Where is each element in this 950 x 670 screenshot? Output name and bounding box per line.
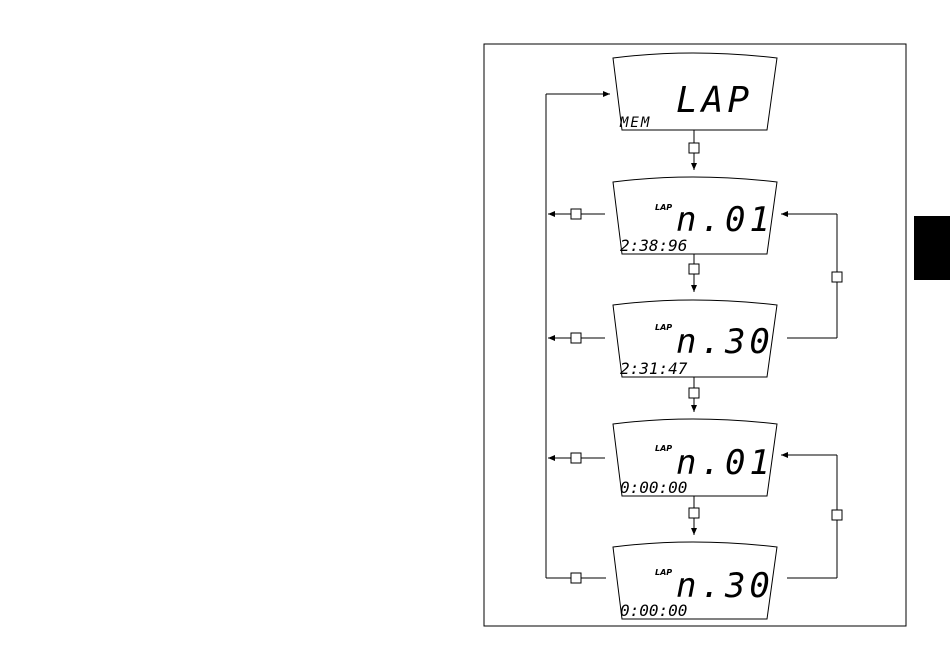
button-square-icon [689, 508, 699, 518]
right-loop-lower [781, 455, 842, 578]
lcd-label-lap: LAP [655, 203, 672, 212]
lcd-sub-text: 2:38:96 [620, 236, 687, 255]
lcd-label-lap: LAP [655, 568, 672, 577]
section-tab [914, 216, 950, 280]
lcd-main-text: n.01 [676, 443, 774, 483]
left-return-loop [546, 94, 610, 583]
button-square-icon [571, 573, 581, 583]
lcd-label-lap: LAP [655, 444, 672, 453]
lcd-sub-text: 2:31:47 [620, 359, 688, 378]
button-square-icon [571, 209, 581, 219]
button-square-icon [689, 143, 699, 153]
lcd-main-text: n.30 [676, 566, 774, 606]
lcd-sub-text: 0:00:00 [620, 601, 687, 620]
lcd-main-text: n.01 [676, 200, 774, 240]
lcd-screen-mem: LAP MEM [613, 53, 777, 131]
button-square-icon [832, 272, 842, 282]
button-square-icon [571, 333, 581, 343]
lcd-main-text: n.30 [676, 322, 774, 362]
lcd-main-text: LAP [676, 80, 753, 121]
lcd-sub-text: 0:00:00 [620, 478, 687, 497]
lcd-screen-lap-30-time: LAP n.30 2:31:47 [613, 300, 777, 378]
button-square-icon [689, 388, 699, 398]
lcd-label-lap: LAP [655, 323, 672, 332]
button-square-icon [689, 264, 699, 274]
right-loop-upper [781, 214, 842, 338]
lcd-screen-lap-01-time: LAP n.01 2:38:96 [613, 177, 777, 255]
lcd-screen-lap-30-reset: LAP n.30 0:00:00 [613, 542, 777, 620]
button-square-icon [832, 510, 842, 520]
lcd-screen-lap-01-reset: LAP n.01 0:00:00 [613, 419, 777, 497]
lcd-sub-text: MEM [619, 115, 651, 131]
button-square-icon [571, 453, 581, 463]
